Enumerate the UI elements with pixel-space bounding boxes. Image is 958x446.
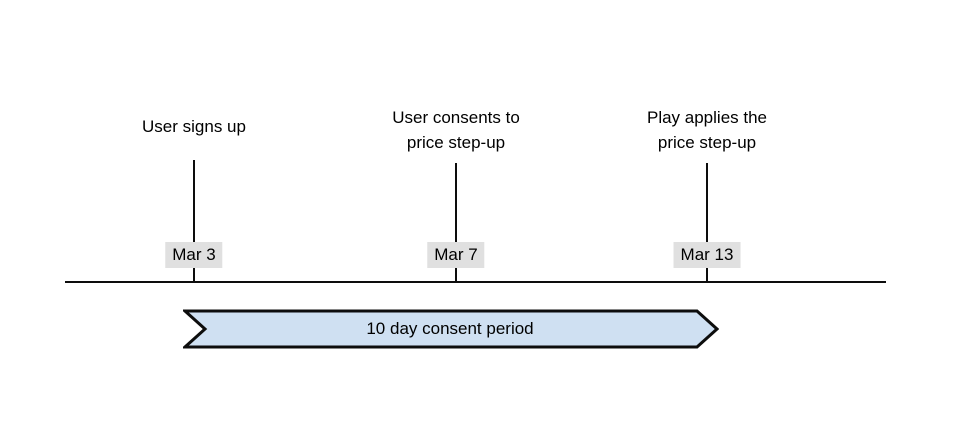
event-label-user-signs-up: User signs up [142, 114, 246, 139]
event-label-line: Play applies the [646, 108, 768, 127]
event-label-play-applies-step-up: Play applies the price step-up [647, 105, 767, 155]
date-chip-mar-13: Mar 13 [673, 242, 741, 268]
consent-period-banner-shape [183, 309, 719, 349]
consent-period-banner [183, 309, 719, 349]
consent-period-label: 10 day consent period [366, 319, 534, 338]
tick-line-user-signs-up [193, 160, 195, 281]
event-label-line: User consents to [392, 108, 520, 127]
event-label-line: price step-up [406, 133, 506, 152]
date-chip-mar-3: Mar 3 [165, 242, 223, 268]
event-label-user-consents: User consents to price step-up [392, 105, 520, 155]
event-label-line: price step-up [657, 133, 757, 152]
event-label-line: User signs up [142, 117, 246, 136]
timeline-axis [65, 281, 886, 283]
tick-line-play-applies-step-up [706, 163, 708, 281]
date-chip-mar-7: Mar 7 [427, 242, 485, 268]
tick-line-user-consents [455, 163, 457, 281]
banner-arrow-polygon [183, 309, 719, 349]
